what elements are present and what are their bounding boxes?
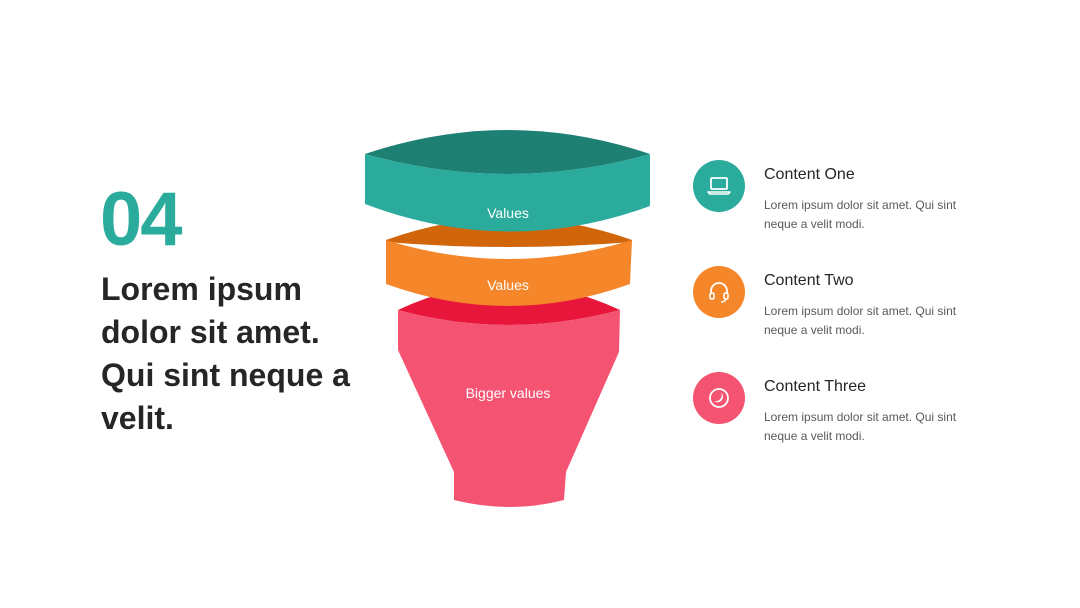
funnel-layer-middle-label: Values <box>487 277 529 293</box>
funnel-layer-middle-body <box>386 240 632 306</box>
funnel-layer-bottom-body <box>398 310 620 507</box>
content-item-two: Content Two Lorem ipsum dolor sit amet. … <box>693 266 993 356</box>
funnel-layer-top-label: Values <box>487 205 529 221</box>
moon-icon <box>693 372 745 424</box>
slide-number: 04 <box>100 177 183 262</box>
headset-icon <box>693 266 745 318</box>
funnel-layer-top-inner <box>365 130 650 174</box>
laptop-icon <box>693 160 745 212</box>
funnel-layer-bottom-label: Bigger values <box>466 385 551 401</box>
funnel-layer-top: Values <box>365 130 650 232</box>
content-item-title: Content One <box>764 166 855 183</box>
funnel-diagram: Bigger values Values Values <box>360 118 660 518</box>
content-item-three: Content Three Lorem ipsum dolor sit amet… <box>693 372 993 462</box>
content-item-description: Lorem ipsum dolor sit amet. Qui sint neq… <box>764 304 957 337</box>
headline: Lorem ipsum dolor sit amet. Qui sint neq… <box>101 271 350 436</box>
content-item-title: Content Two <box>764 272 854 289</box>
funnel-layer-top-body <box>365 154 650 232</box>
content-item-one: Content One Lorem ipsum dolor sit amet. … <box>693 160 993 250</box>
content-item-description: Lorem ipsum dolor sit amet. Qui sint neq… <box>764 198 957 231</box>
content-item-title: Content Three <box>764 378 866 395</box>
funnel-layer-bottom: Bigger values <box>398 284 620 507</box>
content-item-description: Lorem ipsum dolor sit amet. Qui sint neq… <box>764 410 957 443</box>
